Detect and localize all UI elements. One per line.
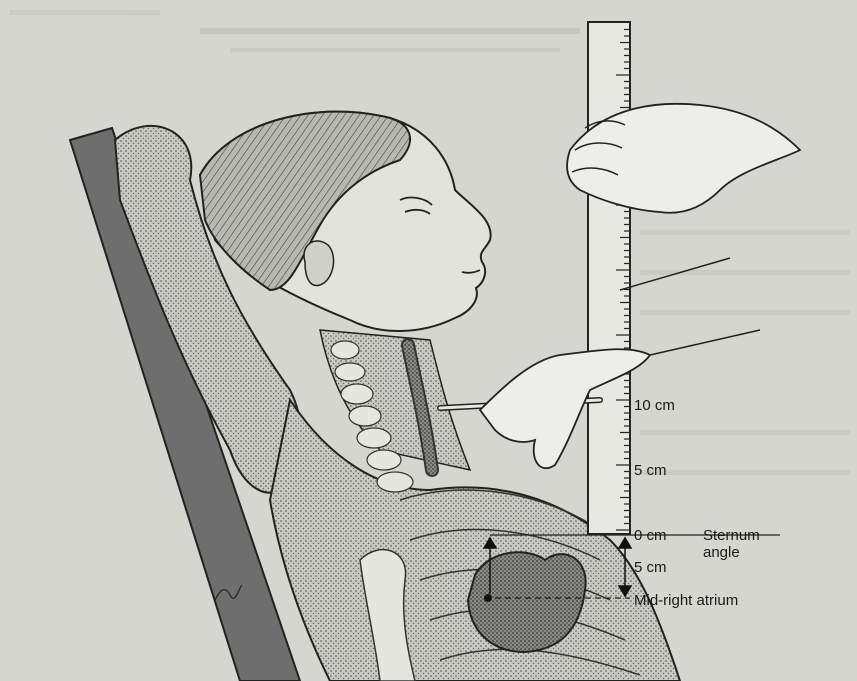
lower-hand-cuff [650, 330, 760, 355]
label-5-cm-below: 5 cm [634, 559, 667, 576]
ear [304, 241, 334, 286]
label-5-cm: 5 cm [634, 462, 667, 479]
mid-right-atrium-dot [484, 594, 492, 602]
label-10-cm: 10 cm [634, 397, 675, 414]
label-mid-right-atrium: Mid-right atrium [634, 592, 738, 609]
label-angle: angle [703, 544, 740, 561]
label-0-cm: 0 cm [634, 527, 667, 544]
vertical-ruler [588, 22, 630, 534]
label-sternum: Sternum [703, 527, 760, 544]
